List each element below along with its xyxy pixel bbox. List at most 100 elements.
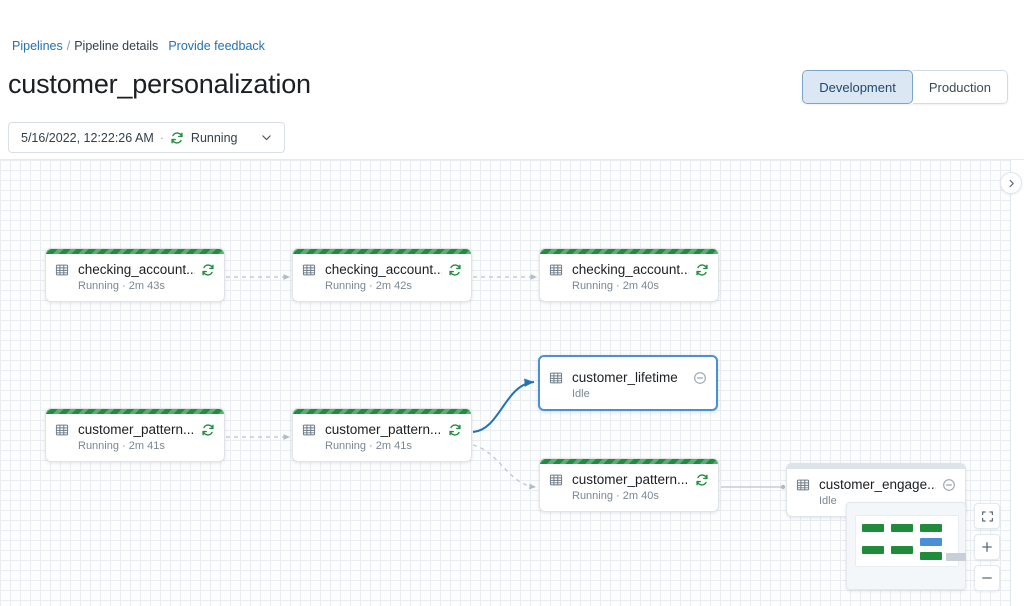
refresh-icon bbox=[695, 473, 709, 487]
chevron-down-icon[interactable] bbox=[260, 131, 274, 145]
environment-toggle: Development Production bbox=[802, 70, 1008, 104]
node-body: customer_pattern... Running · 2m 41s bbox=[46, 414, 224, 461]
node-progress-bar bbox=[540, 249, 718, 254]
chevron-right-icon[interactable] bbox=[1000, 172, 1022, 194]
minimap-node bbox=[862, 546, 884, 554]
node-title-row: customer_pattern... bbox=[549, 472, 709, 487]
node-status-text: Idle bbox=[572, 388, 590, 400]
node-status-text: Running · 2m 42s bbox=[325, 280, 412, 292]
node-status-text: Running · 2m 40s bbox=[572, 490, 659, 502]
node-title: customer_lifetime bbox=[572, 370, 678, 385]
node-title: customer_engage... bbox=[819, 477, 936, 492]
node-status-text: Running · 2m 40s bbox=[572, 280, 659, 292]
minimap-node bbox=[920, 524, 942, 532]
run-status-label: Running bbox=[190, 130, 238, 145]
node-status-text: Running · 2m 43s bbox=[78, 280, 165, 292]
table-icon bbox=[549, 371, 563, 385]
node-body: checking_account... Running · 2m 40s bbox=[540, 254, 718, 301]
run-separator: · bbox=[159, 130, 164, 145]
graph-edges bbox=[226, 274, 786, 490]
node-title: customer_pattern... bbox=[325, 422, 442, 437]
node-body: checking_account... Running · 2m 42s bbox=[293, 254, 471, 301]
zoom-controls bbox=[974, 503, 1000, 591]
node-progress-bar bbox=[46, 409, 224, 414]
node-body: customer_engage... Idle bbox=[787, 469, 965, 516]
minus-circle-icon bbox=[693, 371, 707, 385]
node-body: customer_pattern... Running · 2m 41s bbox=[293, 414, 471, 461]
minus-circle-icon bbox=[942, 478, 956, 492]
node-title-row: customer_pattern... bbox=[55, 422, 215, 437]
node-progress-bar bbox=[293, 409, 471, 414]
minimap-viewport[interactable] bbox=[855, 515, 966, 567]
breadcrumb-separator: / bbox=[66, 39, 71, 53]
refresh-icon bbox=[695, 263, 709, 277]
node-title: checking_account... bbox=[78, 262, 195, 277]
node-title-row: customer_lifetime bbox=[549, 370, 707, 385]
table-icon bbox=[549, 263, 563, 277]
run-statusbar: 5/16/2022, 12:22:26 AM · Running bbox=[0, 115, 1024, 160]
refresh-icon bbox=[201, 423, 215, 437]
run-timestamp: 5/16/2022, 12:22:26 AM bbox=[21, 130, 154, 145]
node-status-text: Idle bbox=[819, 495, 837, 507]
minimap-node bbox=[946, 553, 966, 561]
node-title: checking_account... bbox=[572, 262, 689, 277]
node-title: customer_pattern... bbox=[572, 472, 689, 487]
edge-pattern2-pattern3 bbox=[472, 444, 537, 490]
refresh-icon bbox=[201, 263, 215, 277]
minimap-node bbox=[920, 538, 942, 546]
page-title: customer_personalization bbox=[8, 69, 311, 99]
node-status-text: Running · 2m 41s bbox=[325, 440, 412, 452]
node-status-text: Running · 2m 41s bbox=[78, 440, 165, 452]
edge-pattern2-lifetime bbox=[472, 378, 535, 433]
table-icon bbox=[55, 263, 69, 277]
breadcrumb-current: Pipeline details bbox=[74, 39, 159, 53]
zoom-in-button[interactable] bbox=[974, 534, 1000, 560]
edge-endpoint-dot bbox=[780, 484, 786, 490]
node-title: checking_account... bbox=[325, 262, 442, 277]
table-icon bbox=[302, 423, 316, 437]
minimap-node bbox=[891, 524, 913, 532]
minimap-node bbox=[862, 524, 884, 532]
node-body: checking_account... Running · 2m 43s bbox=[46, 254, 224, 301]
provide-feedback-link[interactable]: Provide feedback bbox=[168, 39, 265, 53]
fit-to-screen-icon[interactable] bbox=[974, 503, 1000, 529]
table-icon bbox=[55, 423, 69, 437]
table-icon bbox=[796, 478, 810, 492]
node-title: customer_pattern... bbox=[78, 422, 195, 437]
node-title-row: customer_engage... bbox=[796, 477, 956, 492]
node-progress-bar bbox=[540, 459, 718, 464]
refresh-icon bbox=[448, 263, 462, 277]
minimap[interactable] bbox=[846, 502, 966, 590]
page-header: Pipelines/Pipeline details Provide feedba… bbox=[0, 0, 1024, 115]
node-title-row: customer_pattern... bbox=[302, 422, 462, 437]
refresh-icon bbox=[170, 131, 184, 145]
node-progress-bar bbox=[293, 249, 471, 254]
node-progress-bar bbox=[46, 249, 224, 254]
graph-node-checking_account_1[interactable]: checking_account... Running · 2m 43s bbox=[45, 248, 225, 302]
zoom-out-button[interactable] bbox=[974, 565, 1000, 591]
env-button-production[interactable]: Production bbox=[912, 70, 1008, 104]
graph-node-customer_pattern_3[interactable]: customer_pattern... Running · 2m 40s bbox=[539, 458, 719, 512]
right-panel-collapsed bbox=[1000, 160, 1024, 606]
minimap-node bbox=[920, 552, 942, 560]
node-title-row: checking_account... bbox=[55, 262, 215, 277]
breadcrumb: Pipelines/Pipeline details Provide feedba… bbox=[12, 38, 265, 54]
run-selector[interactable]: 5/16/2022, 12:22:26 AM · Running bbox=[8, 122, 285, 153]
refresh-icon bbox=[448, 423, 462, 437]
breadcrumb-link-pipelines[interactable]: Pipelines bbox=[12, 39, 63, 53]
node-body: customer_pattern... Running · 2m 40s bbox=[540, 464, 718, 511]
node-title-row: checking_account... bbox=[302, 262, 462, 277]
graph-node-checking_account_3[interactable]: checking_account... Running · 2m 40s bbox=[539, 248, 719, 302]
graph-node-checking_account_2[interactable]: checking_account... Running · 2m 42s bbox=[292, 248, 472, 302]
node-progress-bar bbox=[787, 464, 965, 469]
node-title-row: checking_account... bbox=[549, 262, 709, 277]
graph-node-customer_pattern_1[interactable]: customer_pattern... Running · 2m 41s bbox=[45, 408, 225, 462]
minimap-node bbox=[891, 546, 913, 554]
graph-node-customer_pattern_2[interactable]: customer_pattern... Running · 2m 41s bbox=[292, 408, 472, 462]
table-icon bbox=[302, 263, 316, 277]
env-button-development[interactable]: Development bbox=[802, 70, 913, 104]
